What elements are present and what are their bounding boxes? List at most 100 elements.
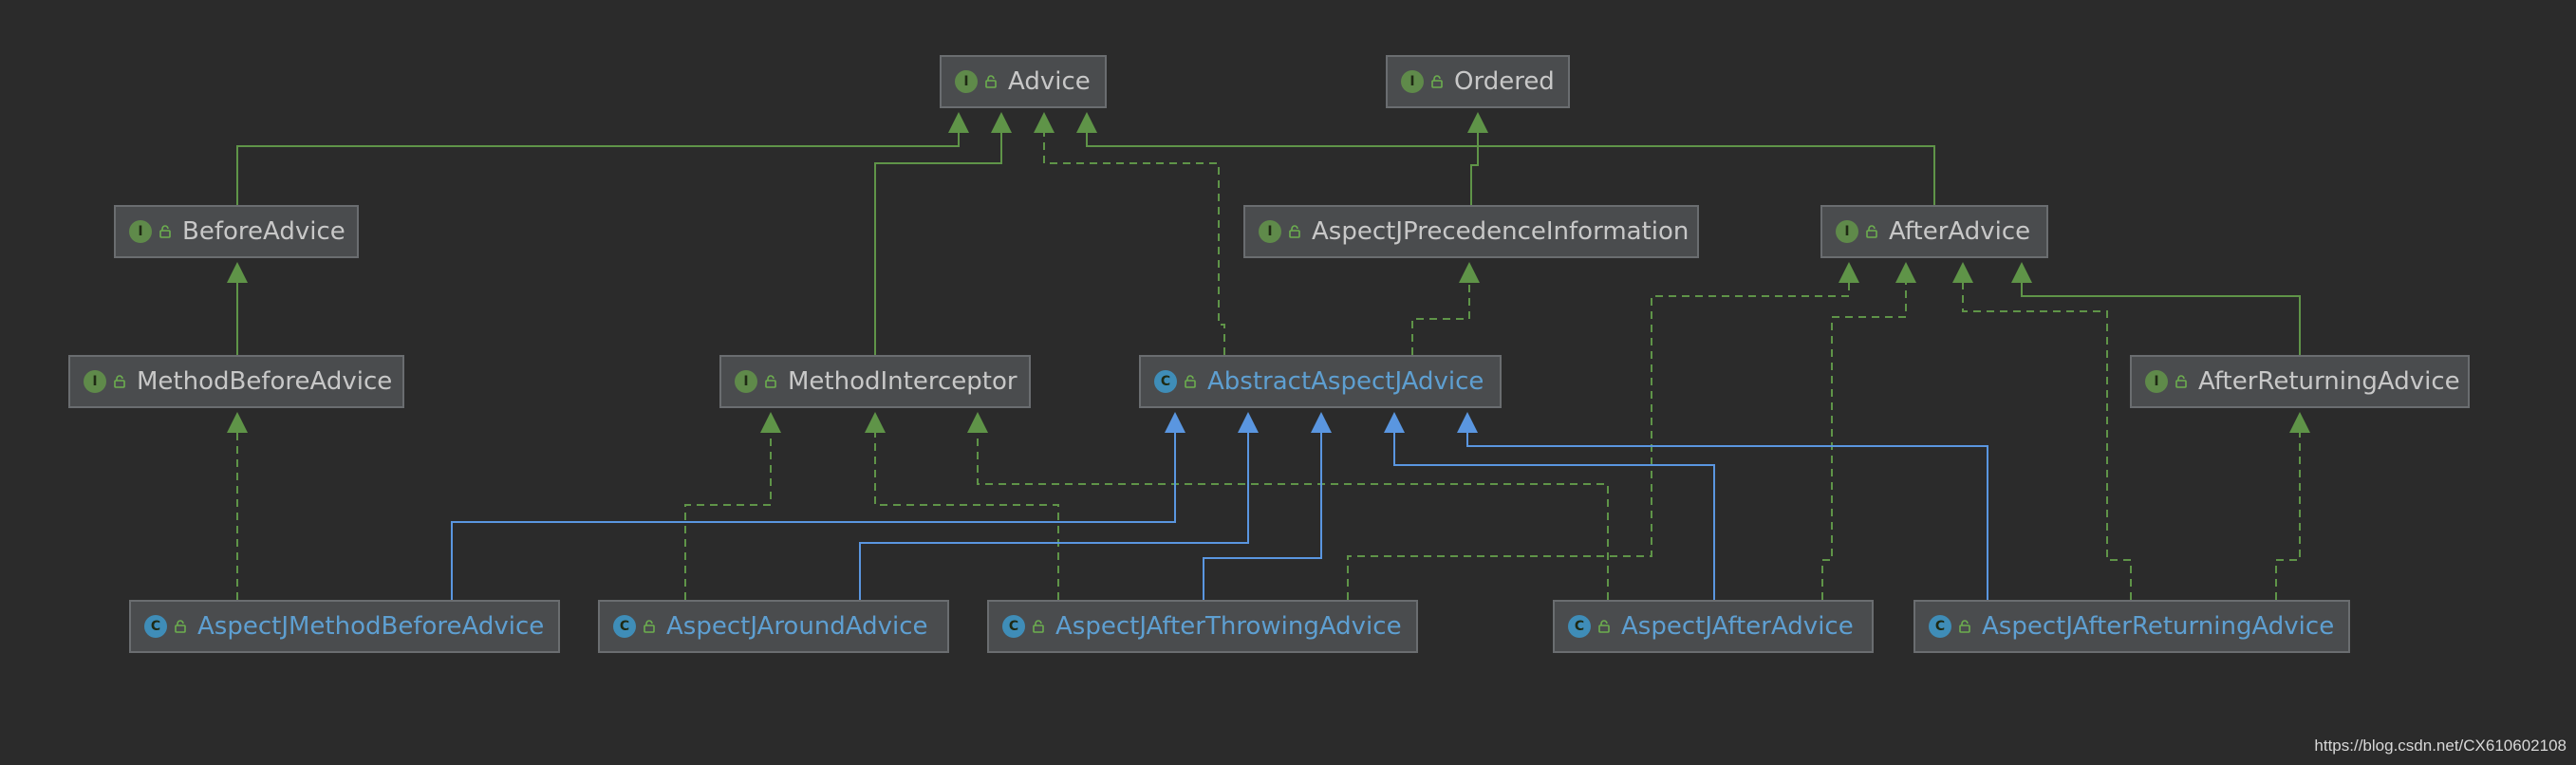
node-label: BeforeAdvice [182,217,345,246]
interface-badge-icon: I [129,220,152,243]
edge-aspectj-after-returning-advice-to-after-advice [1952,262,2132,600]
edge-line [1962,283,2132,600]
node-label: AspectJMethodBeforeAdvice [197,612,545,641]
node-method-interceptor[interactable]: I MethodInterceptor [719,355,1031,408]
public-lock-icon [1866,225,1877,238]
edge-aspectj-method-before-advice-to-method-before-advice [227,412,248,600]
edge-arrowhead-icon [865,412,886,433]
interface-badge-icon: I [2145,370,2168,393]
class-badge-icon: C [613,615,636,638]
node-label: AspectJPrecedenceInformation [1312,217,1689,246]
edge-arrowhead-icon [1459,262,1480,283]
edge-aspectj-around-advice-to-method-interceptor [684,412,781,600]
edge-line [1043,133,1225,355]
interface-badge-icon: I [1259,220,1281,243]
node-aspectj-after-throwing-advice[interactable]: C AspectJAfterThrowingAdvice [987,600,1418,653]
public-lock-icon [1959,620,1970,633]
edge-method-before-advice-to-before-advice [227,262,248,355]
class-badge-icon: C [144,615,167,638]
edge-arrowhead-icon [967,412,988,433]
edge-line [874,433,1059,600]
edge-arrowhead-icon [1467,112,1488,133]
interface-badge-icon: I [735,370,757,393]
edge-arrowhead-icon [1311,412,1332,433]
node-label: AspectJAfterThrowingAdvice [1055,612,1402,641]
node-aspectj-method-before-advice[interactable]: C AspectJMethodBeforeAdvice [129,600,560,653]
node-label: MethodBeforeAdvice [137,367,393,396]
edge-abstract-aspectj-advice-to-advice [1034,112,1225,355]
edge-before-advice-to-advice [236,112,969,205]
edge-line [2275,433,2301,600]
node-ordered[interactable]: I Ordered [1386,55,1570,108]
edge-arrowhead-icon [1076,112,1097,133]
node-aspectj-precedence-information[interactable]: I AspectJPrecedenceInformation [1243,205,1699,258]
edge-aspectj-precedence-information-to-ordered [1467,112,1488,205]
edge-aspectj-after-advice-to-abstract-aspectj-advice [1384,412,1715,600]
edge-arrowhead-icon [991,112,1012,133]
edge-line [1411,283,1470,355]
edge-arrowhead-icon [948,112,969,133]
edge-aspectj-after-advice-to-after-advice [1821,262,1916,600]
node-label: AfterReturningAdvice [2198,367,2460,396]
edge-line [874,133,1002,355]
edge-line [236,133,960,205]
edge-arrowhead-icon [1238,412,1259,433]
edge-arrowhead-icon [227,412,248,433]
public-lock-icon [644,620,655,633]
public-lock-icon [1185,375,1196,388]
node-label: AspectJAroundAdvice [666,612,928,641]
public-lock-icon [1289,225,1300,238]
node-label: MethodInterceptor [788,367,1017,396]
public-lock-icon [2175,375,2187,388]
node-label: Advice [1008,67,1091,96]
edge-line [1086,133,1935,205]
edge-arrowhead-icon [1457,412,1478,433]
edge-arrowhead-icon [1384,412,1405,433]
edge-line [1470,133,1479,205]
edge-aspectj-after-throwing-advice-to-after-advice [1347,262,1859,600]
public-lock-icon [1431,75,1443,88]
edge-aspectj-after-throwing-advice-to-abstract-aspectj-advice [1203,412,1332,600]
node-after-returning-advice[interactable]: I AfterReturningAdvice [2130,355,2470,408]
edge-arrowhead-icon [1895,262,1916,283]
public-lock-icon [114,375,125,388]
class-badge-icon: C [1002,615,1025,638]
interface-badge-icon: I [1401,70,1424,93]
class-badge-icon: C [1929,615,1951,638]
class-badge-icon: C [1154,370,1177,393]
edge-aspectj-after-throwing-advice-to-method-interceptor [865,412,1059,600]
edge-after-advice-to-advice [1076,112,1935,205]
node-advice[interactable]: I Advice [940,55,1107,108]
node-aspectj-around-advice[interactable]: C AspectJAroundAdvice [598,600,949,653]
node-label: AspectJAfterAdvice [1621,612,1854,641]
edge-abstract-aspectj-advice-to-aspectj-precedence-information [1411,262,1480,355]
edge-after-returning-advice-to-after-advice [2011,262,2301,355]
node-before-advice[interactable]: I BeforeAdvice [114,205,359,258]
interface-badge-icon: I [955,70,978,93]
edge-line [977,433,1609,600]
interface-badge-icon: I [1836,220,1858,243]
edge-line [1393,433,1715,600]
edge-line [684,433,772,600]
node-aspectj-after-returning-advice[interactable]: C AspectJAfterReturningAdvice [1913,600,2350,653]
public-lock-icon [159,225,171,238]
edge-line [2021,283,2301,355]
public-lock-icon [1598,620,1610,633]
edge-arrowhead-icon [2289,412,2310,433]
node-label: Ordered [1454,67,1555,96]
edge-aspectj-after-returning-advice-to-abstract-aspectj-advice [1457,412,1988,600]
edge-arrowhead-icon [1952,262,1973,283]
edge-line [859,433,1249,600]
edge-arrowhead-icon [2011,262,2032,283]
edge-aspectj-method-before-advice-to-abstract-aspectj-advice [451,412,1185,600]
edge-aspectj-after-advice-to-method-interceptor [967,412,1609,600]
public-lock-icon [1033,620,1044,633]
edge-aspectj-after-returning-advice-to-after-returning-advice [2275,412,2310,600]
node-label: AspectJAfterReturningAdvice [1982,612,2335,641]
